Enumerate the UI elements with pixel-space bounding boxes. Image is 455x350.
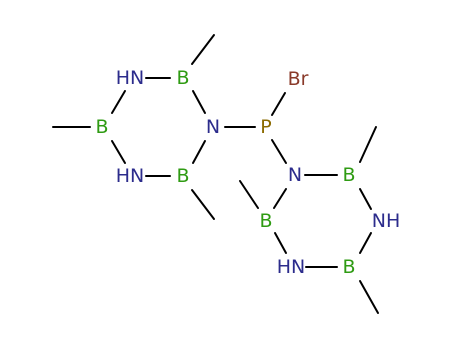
bond-b-n-bottom — [192, 140, 206, 164]
bond-b-methyl-bottom — [191, 189, 215, 220]
atom-b-left-ring2: B — [259, 210, 272, 232]
bond-p-n2 — [271, 139, 287, 164]
atom-nh-left-ring2: HN — [277, 256, 306, 278]
atom-br: Br — [288, 68, 309, 90]
atom-nh-top-ring1: HN — [116, 67, 145, 89]
bond-p-br — [271, 92, 286, 116]
bond-methyl-b-left2 — [239, 180, 259, 209]
atom-b-top-ring2: B — [342, 164, 355, 186]
bond-b-methyl-bottom2 — [359, 280, 379, 314]
bond-b-nh-right — [359, 188, 372, 210]
atom-b-bottom-ring1: B — [176, 165, 189, 187]
bond-b-methyl-top — [191, 34, 215, 65]
atom-n-top-ring2: N — [288, 164, 302, 186]
atom-n-center-ring1: N — [206, 116, 220, 138]
bonds — [52, 34, 379, 314]
atom-b-top-ring1: B — [176, 67, 189, 89]
bond-b-n2-left — [273, 188, 287, 209]
atom-b-bottom-ring2: B — [342, 256, 355, 278]
bond-b-n-top — [192, 90, 206, 114]
atom-b-left-ring1: B — [95, 116, 108, 138]
atom-nh-right-ring2: NH — [372, 210, 401, 232]
bond-nh-b-bottom2 — [359, 232, 372, 254]
bond-b-nh-left-lower — [111, 140, 126, 164]
atom-labels: HN B B N HN B P Br N B B NH HN B — [95, 67, 400, 278]
atom-p: P — [260, 116, 271, 138]
bond-nh-b-left2 — [274, 232, 287, 254]
atom-nh-bottom-ring1: HN — [116, 165, 145, 187]
bond-b-methyl-top2 — [359, 126, 377, 163]
bond-nh-b-left-upper — [111, 90, 126, 114]
